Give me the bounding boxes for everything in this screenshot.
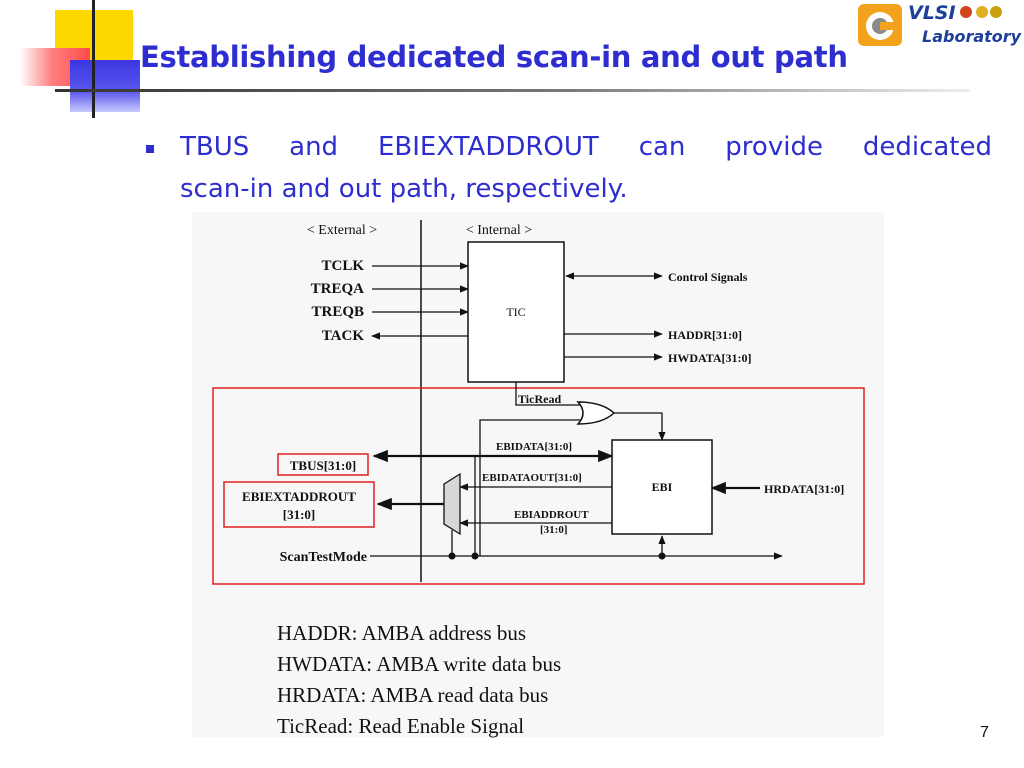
decor-blue-block xyxy=(70,60,140,112)
page-number: 7 xyxy=(980,724,989,741)
external-label: < External > xyxy=(307,223,377,238)
or-gate xyxy=(576,401,616,425)
legend-item-haddr: HADDR: AMBA address bus xyxy=(277,621,527,645)
title-underline xyxy=(55,89,970,92)
tic-label: TIC xyxy=(506,305,525,319)
treqa-label: TREQA xyxy=(311,281,365,297)
junction-dot-ebi xyxy=(658,552,666,560)
hwdata-label: HWDATA[31:0] xyxy=(668,351,752,365)
ebiaddrout-label-line2: [31:0] xyxy=(540,524,568,536)
bullet-marker xyxy=(146,145,154,153)
vlsi-laboratory-logo xyxy=(856,0,1024,50)
tclk-label: TCLK xyxy=(321,258,364,274)
scan-path-diagram: < External > < Internal > TIC TCLK TREQA… xyxy=(212,220,865,585)
legend-item-hwdata: HWDATA: AMBA write data bus xyxy=(277,652,562,676)
tic-block xyxy=(467,241,565,383)
ebiextaddrout-highlight-box xyxy=(223,481,375,528)
junction-dot-tbus xyxy=(471,552,479,560)
bullet-line-2: scan-in and out path, respectively. xyxy=(180,174,628,204)
diagram-legend: HADDR: AMBA address bus HWDATA: AMBA wri… xyxy=(277,618,561,742)
ebi-block xyxy=(611,439,713,535)
hrdata-label: HRDATA[31:0] xyxy=(764,482,844,496)
treqb-label: TREQB xyxy=(311,304,364,320)
bullet-text: TBUS and EBIEXTADDROUT can provide dedic… xyxy=(180,126,992,210)
ticread-wire xyxy=(515,382,580,406)
control-signals-label: Control Signals xyxy=(668,270,748,284)
logo-sub: Laboratory xyxy=(922,27,1022,46)
slide-title: Establishing dedicated scan-in and out p… xyxy=(140,40,848,74)
ebidataout-label: EBIDATAOUT[31:0] xyxy=(482,472,582,484)
logo-icon xyxy=(858,4,1002,46)
ebiextaddrout-label-line2: [31:0] xyxy=(283,507,316,522)
scantestmode-label: ScanTestMode xyxy=(280,550,367,565)
legend-item-ticread: TicRead: Read Enable Signal xyxy=(277,714,525,738)
logo-brand: VLSI xyxy=(908,2,956,24)
scan-path-highlight-box xyxy=(212,387,865,585)
ebiaddrout-label-line1: EBIADDROUT xyxy=(514,509,589,521)
feedback-wire xyxy=(479,419,580,556)
tbus-highlight-box xyxy=(277,453,369,476)
bullet-line-1: TBUS and EBIEXTADDROUT can provide dedic… xyxy=(180,132,992,162)
or-gate-output-wire xyxy=(614,412,666,441)
legend-item-hrdata: HRDATA: AMBA read data bus xyxy=(277,683,549,707)
multiplexer xyxy=(443,472,461,536)
tack-label: TACK xyxy=(322,328,365,344)
ebiextaddrout-label-line1: EBIEXTADDROUT xyxy=(242,489,356,504)
tbus-label: TBUS[31:0] xyxy=(290,458,356,473)
junction-dot-mux xyxy=(448,552,456,560)
ticread-label: TicRead xyxy=(518,392,561,406)
internal-label: < Internal > xyxy=(466,223,532,238)
ebidata-label: EBIDATA[31:0] xyxy=(496,441,572,453)
ebi-label: EBI xyxy=(652,480,673,494)
decor-vertical-line xyxy=(92,0,95,118)
block-diagram-figure: < External > < Internal > TIC TCLK TREQA… xyxy=(192,212,884,737)
haddr-label: HADDR[31:0] xyxy=(668,328,742,342)
